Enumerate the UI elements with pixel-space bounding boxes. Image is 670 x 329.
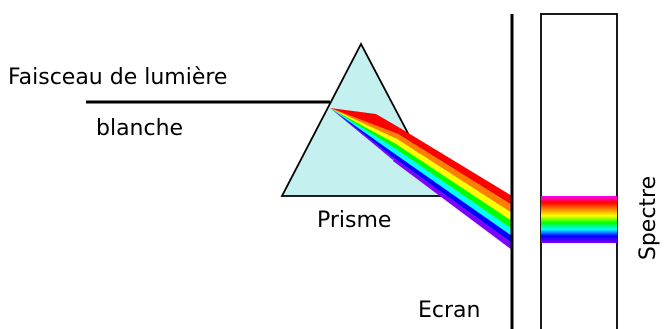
screen-label: Ecran [418, 298, 480, 323]
beam-label-line2: blanche [96, 116, 183, 141]
spectrum-frame [541, 14, 617, 329]
prism-label: Prisme [317, 208, 391, 233]
beam-label-line1: Faisceau de lumière [8, 65, 227, 90]
spectrum-band [541, 196, 617, 243]
spectrum-label: Spectre [636, 176, 661, 260]
